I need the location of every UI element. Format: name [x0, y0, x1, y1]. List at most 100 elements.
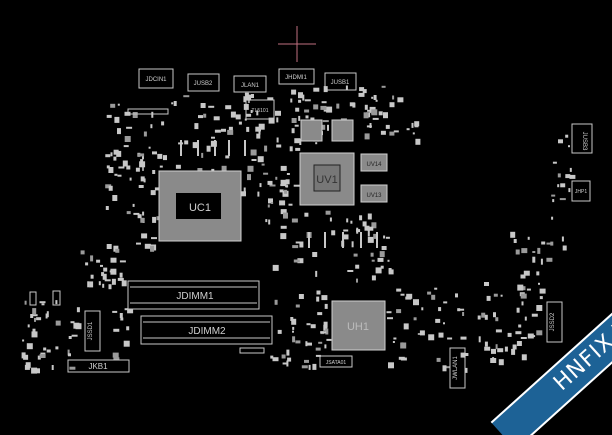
- smd-component: [381, 85, 386, 88]
- smd-component: [493, 293, 498, 297]
- smd-component: [150, 124, 153, 129]
- smd-component: [251, 159, 257, 161]
- connector-jssd2[interactable]: JSSD2: [546, 301, 563, 343]
- smd-component: [295, 340, 301, 344]
- smd-component: [143, 131, 147, 137]
- chip-uv1[interactable]: UV1: [299, 152, 355, 206]
- smd-component: [383, 235, 386, 239]
- chip-uv13[interactable]: UV13: [360, 184, 388, 203]
- smd-component: [414, 121, 420, 127]
- connector-jhdmi1[interactable]: JHDMI1: [278, 68, 315, 85]
- smd-component: [26, 343, 33, 350]
- smd-component: [313, 104, 319, 110]
- smd-component: [324, 344, 327, 349]
- chip-uh1[interactable]: UH1: [331, 300, 386, 351]
- smd-component: [370, 252, 374, 257]
- smd-component: [295, 147, 301, 151]
- smd-component: [100, 264, 103, 267]
- trace-stub: [308, 232, 310, 248]
- connector-jdcin1[interactable]: JDCIN1: [138, 68, 174, 89]
- smd-component: [323, 86, 328, 93]
- smd-component: [117, 277, 124, 281]
- smd-component: [244, 118, 247, 121]
- smd-component: [550, 241, 554, 246]
- smd-component: [39, 301, 46, 304]
- smd-component: [362, 89, 367, 94]
- smd-component: [183, 95, 190, 98]
- smd-component: [522, 286, 526, 291]
- smd-component: [256, 110, 259, 116]
- smd-component: [98, 281, 101, 286]
- smd-component: [108, 185, 113, 191]
- smd-component: [272, 264, 279, 271]
- smd-component: [324, 303, 328, 309]
- jlan1-label: JLAN1: [241, 83, 260, 89]
- smd-component: [287, 357, 292, 362]
- smd-component: [41, 303, 45, 306]
- smd-component: [305, 115, 309, 119]
- smd-component: [516, 307, 520, 313]
- connector-jsata[interactable]: JSATA01: [319, 355, 353, 368]
- smd-component: [406, 293, 413, 299]
- smd-component: [129, 177, 132, 181]
- smd-component: [304, 212, 309, 217]
- smd-component: [228, 126, 233, 132]
- smd-component: [105, 206, 109, 210]
- smd-component: [257, 156, 264, 163]
- smd-component: [364, 225, 370, 231]
- smd-component: [436, 357, 441, 362]
- smd-component: [389, 131, 395, 136]
- connector-jusb3[interactable]: JUSB3: [571, 123, 593, 154]
- trace-stub: [228, 140, 230, 156]
- chip-uv14[interactable]: UV14: [360, 153, 388, 172]
- connector-jwlan1[interactable]: JWLAN1: [449, 347, 466, 389]
- connector-jlan1[interactable]: JLAN1: [233, 75, 267, 93]
- smd-component: [527, 333, 534, 339]
- smd-component: [276, 144, 282, 148]
- smd-component: [144, 243, 151, 249]
- trace-stub: [342, 232, 344, 248]
- smd-component: [546, 242, 553, 245]
- connector-jhp1[interactable]: JHP1: [571, 180, 591, 202]
- smd-component: [221, 165, 227, 171]
- smd-component: [331, 230, 336, 236]
- smd-component: [267, 97, 274, 101]
- slot-jdimm1[interactable]: JDIMM1: [127, 280, 260, 310]
- chip-uc1[interactable]: UC1: [158, 170, 242, 242]
- smd-component: [486, 295, 491, 301]
- smd-component: [132, 203, 135, 207]
- smd-component: [235, 114, 241, 120]
- smd-component: [498, 359, 504, 366]
- connector-jusb2[interactable]: JUSB2: [187, 73, 220, 92]
- smd-component: [455, 293, 458, 298]
- smd-component: [112, 352, 119, 358]
- smd-component: [110, 153, 113, 155]
- vram-chip[interactable]: [300, 119, 323, 142]
- connector-jssd1[interactable]: JSSD1: [84, 310, 101, 352]
- smd-component: [211, 136, 215, 139]
- smd-component: [113, 156, 117, 161]
- smd-component: [24, 300, 27, 305]
- smd-component: [126, 211, 131, 215]
- slot-jdimm2[interactable]: JDIMM2: [140, 315, 273, 345]
- smd-component: [405, 296, 412, 300]
- smd-component: [367, 226, 374, 231]
- smd-component: [112, 310, 118, 313]
- connector-jusb1[interactable]: JUSB1: [324, 72, 357, 91]
- smd-component: [392, 95, 395, 100]
- connector-jkb1[interactable]: JKB1: [67, 359, 130, 373]
- vram-chip[interactable]: [331, 119, 354, 142]
- smd-component: [148, 146, 151, 149]
- smd-component: [356, 278, 358, 283]
- smd-component: [290, 98, 293, 103]
- jssd2-label: JSSD2: [550, 312, 556, 331]
- chip-tl5101[interactable]: TL5101: [245, 99, 275, 120]
- smd-component: [315, 270, 318, 277]
- smd-component: [481, 312, 486, 318]
- smd-component: [343, 234, 349, 240]
- smd-component: [117, 128, 121, 135]
- smd-component: [264, 145, 268, 152]
- smd-component: [272, 357, 279, 362]
- smd-component: [206, 145, 211, 152]
